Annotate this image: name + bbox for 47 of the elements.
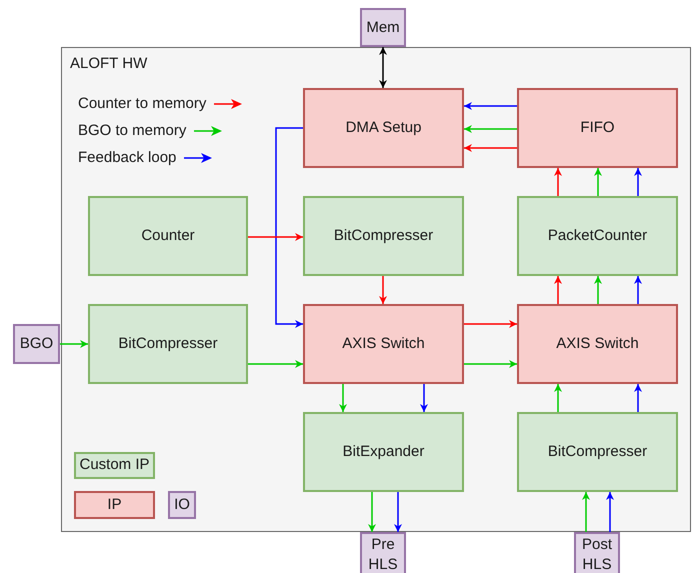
arrow [379,276,387,304]
group-title: ALOFT HW [70,54,148,74]
io-box: Post HLS [574,532,620,573]
arrow [60,340,88,348]
arrow [379,47,387,88]
custom-ip-box: BitExpander [303,412,464,492]
arrow [554,168,562,196]
arrow [464,320,517,328]
io-box: Mem [360,8,406,47]
custom-ip-box: Counter [88,196,248,276]
arrow [464,102,517,110]
legend-swatch: Custom IP [74,452,155,479]
arrow [275,127,303,328]
arrow [368,492,376,532]
arrow [634,168,642,196]
arrow [554,384,562,412]
arrow [634,276,642,304]
arrow [606,492,614,532]
legend-text: Feedback loop [78,148,176,168]
arrow [464,360,517,368]
arrow [582,492,590,532]
arrow [248,233,303,241]
custom-ip-box: BitCompresser [517,412,678,492]
ip-block-box: AXIS Switch [517,304,678,384]
arrow [248,360,303,368]
ip-block-box: DMA Setup [303,88,464,168]
custom-ip-box: BitCompresser [88,304,248,384]
ip-block-box: FIFO [517,88,678,168]
legend-swatch: IO [168,491,196,519]
legend-text: Counter to memory [78,94,206,114]
arrow [394,492,402,532]
io-box: BGO [13,324,60,364]
arrow [420,384,428,412]
legend-swatch: IP [74,491,155,519]
custom-ip-box: PacketCounter [517,196,678,276]
arrow [594,168,602,196]
group-container [61,47,691,532]
arrow [594,276,602,304]
ip-block-box: AXIS Switch [303,304,464,384]
arrow [339,384,347,412]
arrow [554,276,562,304]
custom-ip-box: BitCompresser [303,196,464,276]
io-box: Pre HLS [360,532,406,573]
legend-text: BGO to memory [78,121,186,141]
arrow [634,384,642,412]
arrow [464,125,517,133]
arrow [464,144,517,152]
